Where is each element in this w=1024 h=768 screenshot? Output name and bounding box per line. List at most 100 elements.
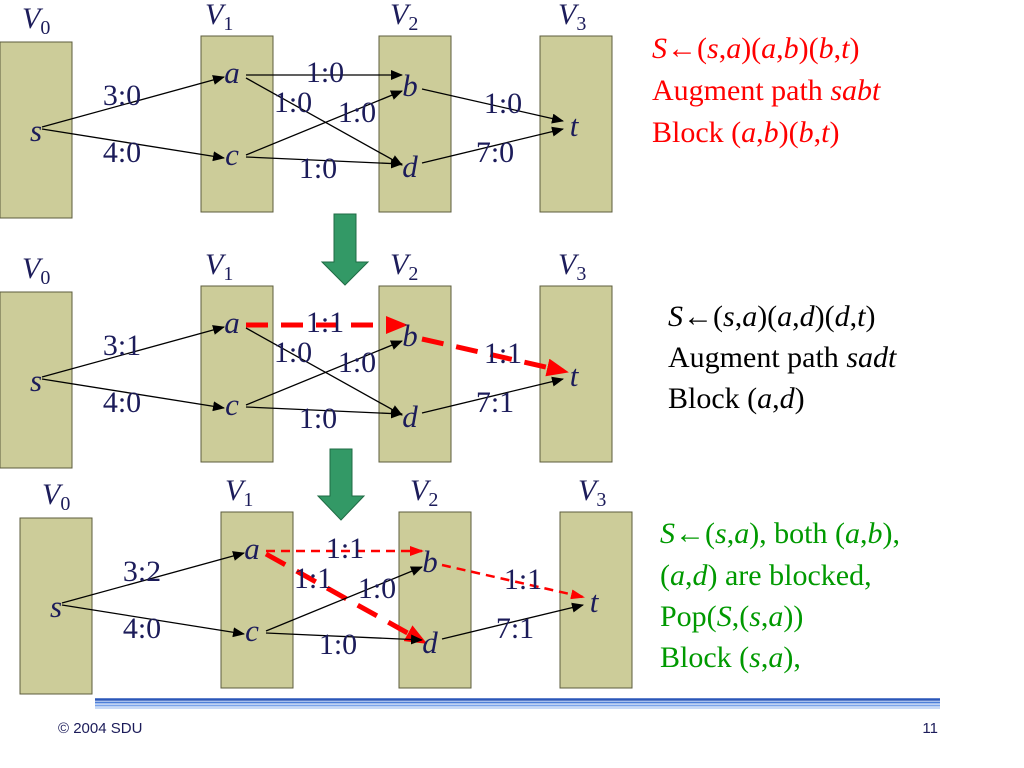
edge-s-c-arrow (61, 604, 245, 638)
note-text-segment: sabt (830, 74, 881, 107)
note-text-segment: b (819, 32, 834, 65)
edge-s-a-arrow (61, 551, 245, 604)
note-text-segment: t (841, 32, 850, 65)
note-text-segment: Block ( (652, 116, 741, 149)
edge-b-t-label: 1:1 (504, 563, 542, 596)
note-text-segment: a (726, 32, 741, 65)
edge-a-b-label: 1:1 (306, 306, 344, 339)
edge-s-c-label: 4:0 (123, 612, 161, 645)
edge-c-b-label: 1:0 (358, 572, 396, 605)
layer-label-v3: V3 (558, 248, 586, 285)
note-text-segment: a (768, 600, 783, 633)
layer-label-letter: V (22, 252, 44, 285)
layer-label-subscript: 2 (428, 489, 438, 511)
note-text-segment: ← (667, 32, 697, 65)
panel-2-note-line-2: Augment path sadt (668, 341, 897, 374)
layer-v2-box (398, 511, 472, 689)
node-b: b (422, 544, 438, 579)
note-text-segment: ), (883, 517, 901, 550)
note-text-segment: ) are blocked, (708, 559, 872, 592)
layer-label-v0: V0 (22, 2, 50, 39)
note-text-segment: )( (799, 32, 819, 65)
note-text-segment: )( (741, 32, 761, 65)
note-text-segment: s (707, 32, 719, 65)
edge-s-a-arrow (41, 325, 225, 378)
panel-1-note-line-2: Augment path sabt (652, 74, 881, 107)
edge-s-c-arrow (41, 128, 225, 162)
note-text-segment: , (860, 517, 868, 550)
note-text-segment: d (780, 382, 796, 415)
edge-a-b-label: 1:1 (326, 532, 364, 565)
layer-label-subscript: 1 (223, 263, 233, 285)
layer-v0-box (0, 41, 73, 219)
panel-3-note-line-4: Block (s,a), (660, 641, 801, 674)
node-a: a (224, 55, 240, 90)
edge-s-a-label: 3:0 (103, 79, 141, 112)
panel-3-note-line-3: Pop(S,(s,a)) (660, 600, 803, 633)
note-text-segment: s (723, 300, 735, 333)
layer-label-letter: V (390, 248, 412, 281)
layer-label-letter: V (410, 474, 432, 507)
layer-label-letter: V (225, 474, 247, 507)
layer-label-v3: V3 (578, 474, 606, 511)
note-text-segment: s (749, 600, 761, 633)
panel-1-note-line-1: S←(s,a)(a,b)(b,t) (652, 32, 860, 65)
note-text-segment: , (756, 116, 764, 149)
note-text-segment: ) (866, 300, 876, 333)
node-a: a (224, 305, 240, 340)
edge-c-b-arrow (265, 566, 423, 632)
note-text-segment: , (719, 32, 727, 65)
edge-b-t-label: 1:0 (484, 87, 522, 120)
panel-3-note-line-2: (a,d) are blocked, (660, 559, 872, 592)
note-text-segment: Augment path (652, 74, 830, 107)
layer-label-v3: V3 (558, 0, 586, 35)
note-text-segment: ( (713, 300, 723, 333)
layer-label-subscript: 2 (408, 13, 418, 35)
note-text-segment: b (764, 116, 779, 149)
edge-b-t-arrow (421, 88, 564, 124)
layer-label-v1: V1 (225, 474, 253, 511)
copyright-text: © 2004 SDU (58, 720, 142, 737)
note-text-segment: , (850, 300, 858, 333)
layer-label-subscript: 3 (596, 489, 606, 511)
edge-a-d-arrow (245, 77, 403, 166)
note-text-segment: a (761, 32, 776, 65)
page-number: 11 (922, 720, 938, 737)
layer-v3-box (559, 511, 633, 689)
note-text-segment: ( (660, 559, 670, 592)
note-text-segment: ) (795, 382, 805, 415)
edge-c-b-arrow (245, 340, 403, 406)
note-text-segment: ,( (732, 600, 750, 633)
edge-s-c-arrow (41, 378, 225, 412)
node-c: c (225, 387, 239, 422)
layer-v2-box (378, 285, 452, 463)
edge-d-t-arrow (421, 376, 564, 414)
node-s: s (30, 363, 42, 398)
layer-label-subscript: 2 (408, 263, 418, 285)
note-text-segment: t (857, 300, 866, 333)
layer-label-v1: V1 (205, 0, 233, 35)
note-text-segment: a (742, 300, 757, 333)
node-c: c (225, 137, 239, 172)
panel-3-note-line-1: S←(s,a), both (a,b), (660, 517, 900, 550)
note-text-segment: s (749, 641, 761, 674)
edge-s-a-label: 3:2 (123, 555, 161, 588)
note-text-segment: , (761, 600, 769, 633)
note-text-segment: S (717, 600, 732, 633)
note-text-segment: , (727, 517, 735, 550)
node-t: t (570, 358, 580, 393)
layer-label-v2: V2 (390, 248, 418, 285)
edge-d-t-label: 7:1 (496, 612, 534, 645)
note-text-segment: t (821, 116, 830, 149)
edge-c-b-arrow (245, 90, 403, 156)
edge-s-c-label: 4:0 (103, 386, 141, 419)
layer-label-letter: V (578, 474, 600, 507)
edge-s-c-label: 4:0 (103, 136, 141, 169)
layer-label-letter: V (558, 248, 580, 281)
layer-label-v1: V1 (205, 248, 233, 285)
layer-label-letter: V (42, 478, 64, 511)
note-text-segment: ← (683, 300, 713, 333)
note-text-segment: ), both ( (749, 517, 845, 550)
